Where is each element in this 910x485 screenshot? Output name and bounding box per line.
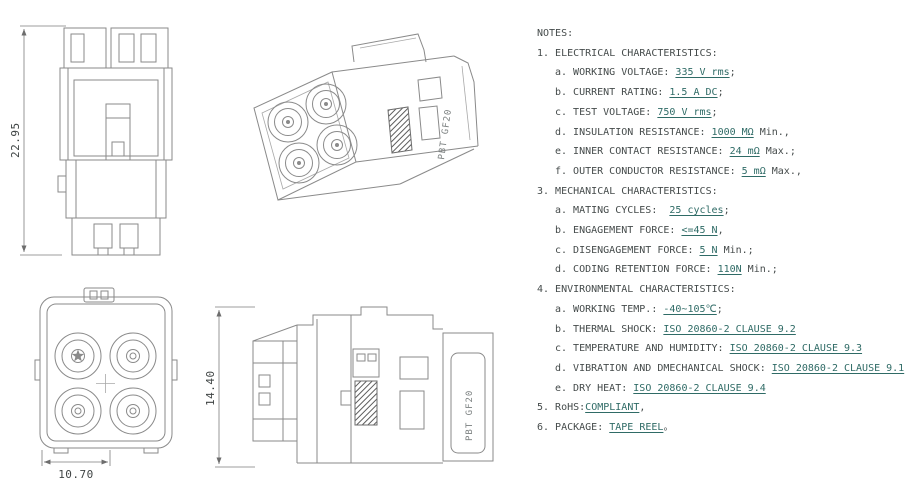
note-value: <=45 N <box>681 225 718 237</box>
note-suffix: 。 <box>663 422 674 434</box>
note-suffix: ; <box>723 205 730 217</box>
note-value: -40~105℃ <box>663 303 717 315</box>
note-label: 1. ELECTRICAL CHARACTERISTICS: <box>537 47 718 59</box>
note-label: 6. PACKAGE: <box>537 422 610 434</box>
side-body-outline <box>252 306 494 464</box>
note-label: f. OUTER CONDUCTOR RESISTANCE: <box>555 165 742 177</box>
note-line: e. DRY HEAT: ISO 20860-2 CLAUSE 9.4 <box>537 379 909 399</box>
note-line: b. THERMAL SHOCK: ISO 20860-2 CLAUSE 9.2 <box>537 320 909 340</box>
note-label: e. INNER CONTACT RESISTANCE: <box>555 146 730 158</box>
dimension-rear-height: 22.95 <box>9 25 66 256</box>
note-label: e. DRY HEAT: <box>555 382 634 394</box>
note-label: 3. MECHANICAL CHARACTERISTICS: <box>537 185 718 197</box>
note-line: a. MATING CYCLES: 25 cycles; <box>537 201 909 221</box>
note-label: b. CURRENT RATING: <box>555 87 670 99</box>
note-line: 3. MECHANICAL CHARACTERISTICS: <box>537 182 909 202</box>
dim-side-height-label: 14.40 <box>204 370 217 406</box>
note-value: ISO 20860-2 CLAUSE 9.2 <box>663 323 796 335</box>
note-suffix: , <box>717 225 724 237</box>
front-coax-contacts <box>54 332 157 435</box>
side-material-marking: PBT GF20 <box>465 390 475 441</box>
note-label: 5. RoHS: <box>537 402 586 414</box>
note-label: b. ENGAGEMENT FORCE: <box>555 225 682 237</box>
note-value: 25 cycles <box>669 205 724 217</box>
note-label: a. WORKING VOLTAGE: <box>555 67 676 79</box>
note-suffix: Max., <box>765 165 802 177</box>
note-line: 6. PACKAGE: TAPE REEL。 <box>537 418 909 438</box>
note-suffix: ; <box>711 106 718 118</box>
front-body-outline <box>34 287 178 454</box>
note-label: d. INSULATION RESISTANCE: <box>555 126 712 138</box>
note-line: c. DISENGAGEMENT FORCE: 5 N Min.; <box>537 241 909 261</box>
dimension-front-width: 10.70 <box>41 450 111 481</box>
rear-view-drawing: 22.95 <box>9 25 173 256</box>
dim-rear-height-label: 22.95 <box>9 122 22 158</box>
note-value: ISO 20860-2 CLAUSE 9.3 <box>729 343 863 355</box>
note-value: 5 mΩ <box>741 165 766 177</box>
note-line: 5. RoHS:COMPLIANT, <box>537 398 909 418</box>
note-line: a. WORKING TEMP.: -40~105℃; <box>537 300 909 320</box>
note-line: b. CURRENT RATING: 1.5 A DC; <box>537 83 909 103</box>
note-label: c. TEMPERATURE AND HUMIDITY: <box>555 343 730 355</box>
side-latch-hatch <box>354 380 378 426</box>
star-marking-icon <box>71 349 85 362</box>
note-label: d. VIBRATION AND DMECHANICAL SHOCK: <box>555 362 772 374</box>
note-suffix: Max.; <box>759 146 796 158</box>
note-line: b. ENGAGEMENT FORCE: <=45 N, <box>537 221 909 241</box>
iso-material-marking: PBT GF20 <box>437 108 454 160</box>
note-suffix: Min.; <box>741 264 778 276</box>
note-value: ISO 20860-2 CLAUSE 9.1 <box>771 362 905 374</box>
notes-title: NOTES: <box>537 28 574 39</box>
note-label: c. DISENGAGEMENT FORCE: <box>555 244 700 256</box>
note-suffix: ; <box>716 303 723 315</box>
rear-body-outline <box>57 27 173 256</box>
note-label: b. THERMAL SHOCK: <box>555 323 664 335</box>
dimension-side-height: 14.40 <box>204 306 255 468</box>
note-label: a. WORKING TEMP.: <box>555 303 664 315</box>
iso-latch-hatch <box>387 106 413 154</box>
note-value: 110N <box>717 264 742 276</box>
note-value: 5 N <box>699 244 718 256</box>
note-value: 1.5 A DC <box>669 87 718 99</box>
note-line: e. INNER CONTACT RESISTANCE: 24 mΩ Max.; <box>537 142 909 162</box>
note-line: 1. ELECTRICAL CHARACTERISTICS: <box>537 44 909 64</box>
note-value: 750 V rms <box>657 106 712 118</box>
iso-coax-barrels <box>267 83 358 184</box>
note-line: d. INSULATION RESISTANCE: 1000 MΩ Min., <box>537 123 909 143</box>
note-suffix: , <box>639 402 646 414</box>
side-view-drawing: 14.40 PBT GF20 <box>204 306 494 468</box>
note-suffix: Min., <box>753 126 790 138</box>
note-suffix: Min.; <box>717 244 754 256</box>
note-value: 1000 MΩ <box>711 126 754 138</box>
note-line: 4. ENVIRONMENTAL CHARACTERISTICS: <box>537 280 909 300</box>
isometric-view-drawing: PBT GF20 <box>253 33 479 201</box>
note-line: a. WORKING VOLTAGE: 335 V rms; <box>537 63 909 83</box>
notes-panel: NOTES: 1. ELECTRICAL CHARACTERISTICS: a. … <box>537 24 909 438</box>
note-suffix: ; <box>717 87 724 99</box>
note-value: COMPLIANT <box>585 402 640 414</box>
note-line: c. TEST VOLTAGE: 750 V rms; <box>537 103 909 123</box>
center-keying-cross <box>96 374 115 393</box>
note-label: c. TEST VOLTAGE: <box>555 106 658 118</box>
front-view-drawing: 10.70 <box>34 287 178 481</box>
iso-body-outline <box>253 33 479 201</box>
note-label: 4. ENVIRONMENTAL CHARACTERISTICS: <box>537 284 736 296</box>
note-value: 24 mΩ <box>729 146 760 158</box>
note-line: d. CODING RETENTION FORCE: 110N Min.; <box>537 260 909 280</box>
note-label: a. MATING CYCLES: <box>555 205 670 217</box>
dim-front-width-label: 10.70 <box>58 468 94 481</box>
note-value: ISO 20860-2 CLAUSE 9.4 <box>633 382 766 394</box>
note-value: 335 V rms <box>675 67 730 79</box>
notes-list: 1. ELECTRICAL CHARACTERISTICS: a. WORKING… <box>537 44 909 438</box>
note-line: f. OUTER CONDUCTOR RESISTANCE: 5 mΩ Max.… <box>537 162 909 182</box>
note-line: d. VIBRATION AND DMECHANICAL SHOCK: ISO … <box>537 359 909 379</box>
note-suffix: ; <box>729 67 736 79</box>
note-label: d. CODING RETENTION FORCE: <box>555 264 718 276</box>
note-line: c. TEMPERATURE AND HUMIDITY: ISO 20860-2… <box>537 339 909 359</box>
note-value: TAPE REEL <box>609 422 664 434</box>
